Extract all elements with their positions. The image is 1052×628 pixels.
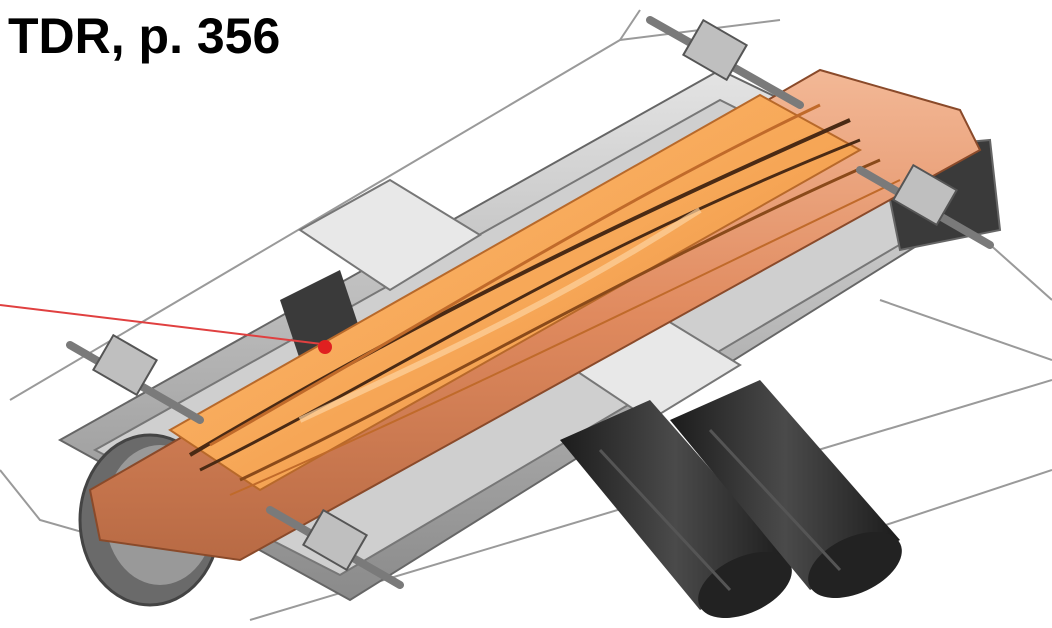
beam-marker <box>0 304 332 354</box>
clamp-blocks <box>91 18 959 572</box>
motor-actuator-right <box>670 380 902 599</box>
collimator-jaws <box>168 93 901 496</box>
caption-title: TDR, p. 356 <box>8 8 281 64</box>
motor-actuator-group <box>560 380 902 619</box>
motor-actuator-left <box>560 400 792 619</box>
